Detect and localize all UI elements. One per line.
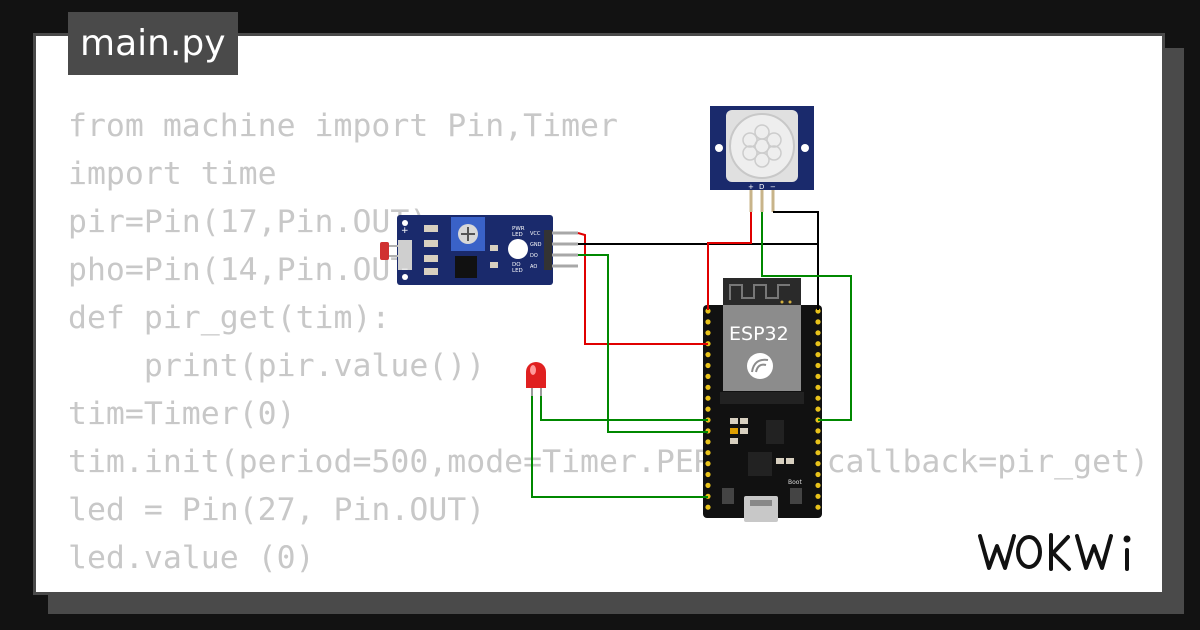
- pin[interactable]: [705, 373, 711, 379]
- pir-pin-label: D: [759, 183, 764, 191]
- photoresistor: [380, 242, 389, 260]
- pin[interactable]: [815, 352, 821, 358]
- code-card: from machine import Pin,Timer import time…: [33, 33, 1165, 595]
- ldr-pin-label: VCC: [530, 231, 541, 237]
- wire-green: [761, 212, 852, 421]
- pin[interactable]: [815, 319, 821, 325]
- esp32-board[interactable]: ESP32 Boot: [703, 278, 822, 522]
- regulator: [766, 420, 784, 444]
- code-line: print(pir.value()): [68, 348, 486, 384]
- pin[interactable]: [705, 308, 711, 314]
- power-led: [508, 239, 528, 259]
- pin[interactable]: [815, 471, 821, 478]
- code-line: tim.init(period=500,mode=Timer.PERIODIC,…: [68, 444, 1149, 480]
- pin[interactable]: [705, 384, 711, 390]
- antenna: [723, 278, 801, 305]
- usb-port: [744, 496, 778, 522]
- code-line: while True:: [68, 582, 1149, 592]
- pin[interactable]: [815, 450, 821, 456]
- pir-pin-label: +: [748, 183, 754, 191]
- pin-header-left: [705, 308, 711, 510]
- pin[interactable]: [815, 341, 821, 347]
- wires: [531, 211, 852, 498]
- pin[interactable]: [815, 461, 821, 467]
- pin[interactable]: [705, 482, 711, 488]
- pin[interactable]: [815, 482, 821, 488]
- pin[interactable]: [705, 461, 711, 467]
- pin[interactable]: [705, 504, 711, 510]
- ldr-pin-label: −: [401, 265, 409, 275]
- pin[interactable]: [705, 362, 711, 369]
- wire-green: [531, 396, 708, 498]
- pin[interactable]: [705, 450, 711, 456]
- pin[interactable]: [705, 330, 711, 336]
- pir-pin-label: −: [770, 183, 776, 191]
- ldr-board-text: LED: [512, 268, 523, 274]
- pin[interactable]: [815, 406, 821, 412]
- pin[interactable]: [815, 384, 821, 390]
- code-line: def pir_get(tim):: [68, 300, 391, 336]
- pin[interactable]: [815, 395, 821, 401]
- code-preview: from machine import Pin,Timer import time…: [68, 102, 1149, 592]
- code-line: from machine import Pin,Timer: [68, 108, 618, 144]
- pin[interactable]: [815, 504, 821, 510]
- pin[interactable]: [815, 362, 821, 369]
- pin[interactable]: [705, 406, 711, 412]
- code-line: pho=Pin(14,Pin.OUT): [68, 252, 429, 288]
- mcu-label: ESP32: [729, 323, 789, 345]
- pin[interactable]: [705, 352, 711, 358]
- wire-green: [578, 254, 708, 433]
- pir-motion-sensor[interactable]: + D −: [710, 106, 814, 212]
- wire-black: [773, 211, 819, 310]
- pin[interactable]: [815, 493, 821, 499]
- ldr-board-text: PWR: [512, 226, 525, 232]
- pin[interactable]: [705, 439, 711, 445]
- ldr-pin-label: AO: [530, 264, 537, 270]
- board-text: Boot: [788, 479, 802, 486]
- pin[interactable]: [705, 471, 711, 478]
- pin[interactable]: [815, 330, 821, 336]
- filename-tab: main.py: [68, 12, 238, 75]
- pin-header-right: [815, 308, 821, 510]
- pin[interactable]: [705, 319, 711, 325]
- wokwi-logo: [978, 533, 1131, 571]
- ldr-board-text: DO: [512, 262, 521, 268]
- ldr-sensor-module[interactable]: + − PWR LED DO LED VCC GND DO AO: [380, 215, 578, 285]
- red-led[interactable]: [526, 362, 546, 396]
- pir-dome: [729, 113, 795, 179]
- ldr-pin-label: GND: [530, 242, 542, 248]
- code-line: led = Pin(27, Pin.OUT): [68, 492, 486, 528]
- pin[interactable]: [815, 439, 821, 445]
- pin[interactable]: [705, 395, 711, 401]
- ic-chip: [455, 256, 477, 278]
- ldr-board-text: LED: [512, 232, 523, 238]
- boot-button[interactable]: [790, 488, 802, 504]
- wire-green: [540, 396, 708, 421]
- pin[interactable]: [815, 428, 821, 434]
- wire-red: [707, 212, 752, 310]
- wire-red: [577, 232, 708, 345]
- code-line: import time: [68, 156, 277, 192]
- pin[interactable]: [815, 308, 821, 314]
- code-line: tim=Timer(0): [68, 396, 296, 432]
- pin[interactable]: [815, 373, 821, 379]
- ldr-pin-label: DO: [530, 253, 538, 259]
- code-line: led.value (0): [68, 540, 315, 576]
- usb-chip: [748, 452, 772, 476]
- code-line: pir=Pin(17,Pin.OUT): [68, 204, 429, 240]
- en-button[interactable]: [722, 488, 734, 504]
- ldr-pin-label: +: [401, 226, 409, 236]
